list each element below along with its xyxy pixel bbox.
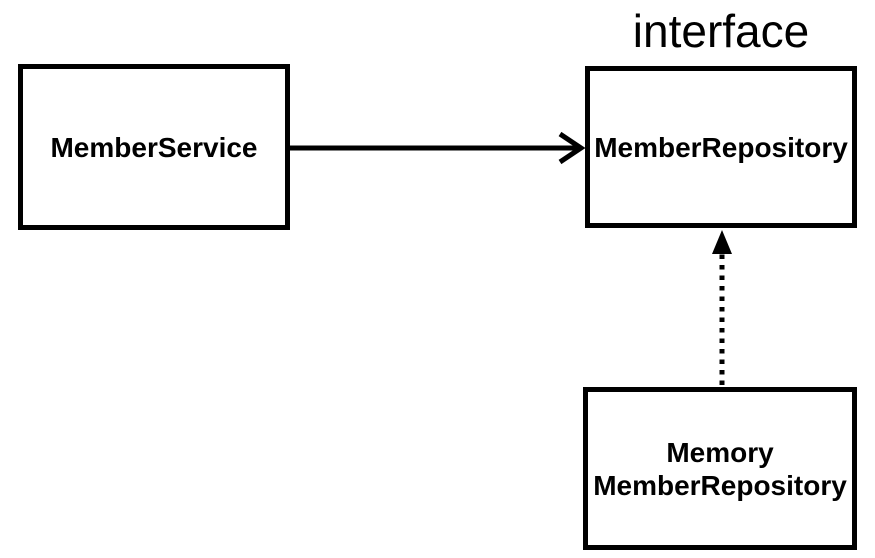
node-member-repository: MemberRepository <box>585 66 857 228</box>
implements-arrow-dotted <box>712 230 732 385</box>
interface-stereotype-label: interface <box>632 5 810 57</box>
node-memory-member-repository: Memory MemberRepository <box>583 387 857 550</box>
node-member-repository-label: MemberRepository <box>594 131 848 163</box>
node-memory-member-repository-label-line1: Memory <box>666 436 774 468</box>
dependency-arrow-solid <box>290 131 586 165</box>
node-member-service: MemberService <box>18 64 290 230</box>
node-member-service-label: MemberService <box>50 131 258 163</box>
node-memory-member-repository-label-line2: MemberRepository <box>593 469 847 501</box>
